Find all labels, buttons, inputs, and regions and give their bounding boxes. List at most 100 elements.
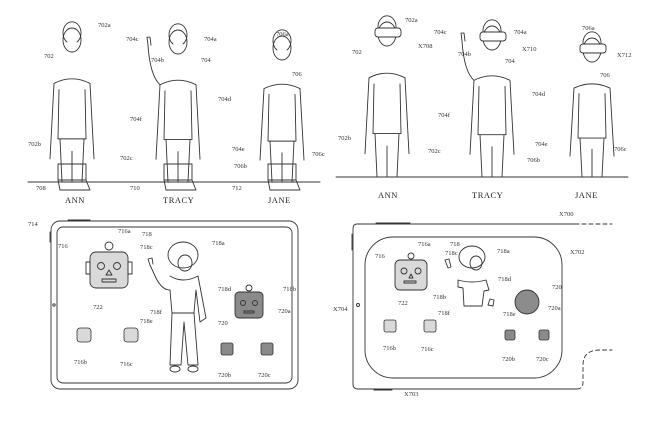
- robot-avatar-716a: [85, 241, 133, 289]
- reference-numeral: 718b: [433, 294, 446, 301]
- reference-numeral: 706c: [614, 146, 627, 153]
- reference-numeral: 718: [450, 241, 460, 248]
- reference-numeral: 718d: [218, 286, 232, 293]
- person-ann-hmd: [364, 15, 410, 178]
- headset-icon: [374, 27, 402, 38]
- tablet-device: [49, 219, 299, 390]
- reference-numeral: 722: [398, 300, 408, 307]
- reference-numeral: X708: [418, 43, 432, 50]
- reference-numeral: 716b: [383, 345, 396, 352]
- reference-numeral: 704a: [204, 36, 217, 43]
- reference-numeral: 716: [375, 253, 386, 260]
- laptop-device: [57, 163, 91, 191]
- reference-numeral: X700: [559, 211, 573, 218]
- reference-numeral: 704c: [126, 36, 139, 43]
- robot-avatar-720a: [234, 284, 264, 319]
- robot-avatar-716a-hmd: [394, 252, 428, 291]
- reference-numeral: 718: [142, 231, 152, 238]
- reference-numeral: 702: [44, 53, 54, 60]
- reference-numeral: 706: [292, 71, 303, 78]
- sphere-avatar-720a: [514, 289, 540, 315]
- person-avatar-718: [147, 241, 207, 373]
- person-tracy-hmd: [460, 19, 515, 178]
- reference-numeral: 704d: [532, 91, 546, 98]
- reference-numeral: 718b: [283, 286, 296, 293]
- name-jane-hmd: JANE: [575, 190, 598, 200]
- reference-numeral: 718c: [140, 244, 153, 251]
- reference-numeral: 718f: [150, 309, 163, 316]
- reference-numeral: 702b: [338, 135, 351, 142]
- laptop-device: [267, 163, 301, 191]
- reference-numeral: 720a: [278, 308, 291, 315]
- reference-numeral: 720: [218, 320, 228, 327]
- name-ann: ANN: [65, 195, 85, 205]
- reference-numeral: 718a: [212, 240, 225, 247]
- avatar-square-buttons-right: [383, 319, 550, 341]
- name-tracy: TRACY: [163, 195, 194, 205]
- reference-numeral: 716: [58, 243, 69, 250]
- reference-numeral: X702: [570, 249, 584, 256]
- reference-numeral: 704c: [434, 29, 447, 36]
- laptop-device: [163, 163, 197, 191]
- reference-numeral: 704b: [151, 57, 164, 64]
- reference-numeral: 704: [201, 57, 212, 64]
- reference-numeral: 716a: [118, 228, 131, 235]
- reference-numeral: 722: [93, 304, 103, 311]
- reference-numeral: 706c: [312, 151, 325, 158]
- name-jane: JANE: [268, 195, 291, 205]
- reference-numeral: 704a: [514, 29, 527, 36]
- hmd-device: [351, 222, 613, 391]
- reference-numeral: 706b: [527, 157, 540, 164]
- reference-numeral: 704f: [438, 112, 451, 119]
- reference-numeral: 720: [552, 284, 562, 291]
- reference-numeral: 704b: [458, 51, 471, 58]
- person-tracy: [146, 23, 201, 191]
- person-jane-hmd: [569, 31, 615, 178]
- reference-numeral: 706a: [582, 25, 595, 32]
- reference-numeral: 718c: [445, 250, 458, 257]
- reference-numeral: 702a: [405, 17, 418, 24]
- reference-numeral: 706a: [276, 31, 289, 38]
- reference-numeral: X712: [617, 52, 631, 59]
- reference-numeral: 704f: [130, 116, 143, 123]
- reference-numeral: 702: [352, 49, 362, 56]
- reference-numeral: X710: [522, 46, 536, 53]
- reference-numeral: 716c: [421, 346, 434, 353]
- people-group: [49, 15, 615, 191]
- person-avatar-718-hmd: [444, 245, 495, 307]
- reference-numeral: 704d: [218, 96, 232, 103]
- reference-numeral: 716c: [120, 361, 133, 368]
- reference-numeral: 720b: [218, 372, 231, 379]
- reference-numeral: 718f: [438, 310, 451, 317]
- reference-numeral: 718e: [503, 311, 516, 318]
- avatar-square-buttons-left: [76, 327, 274, 356]
- person-ann: [49, 21, 95, 191]
- reference-numeral: 718d: [498, 276, 512, 283]
- reference-numeral: 720b: [502, 356, 515, 363]
- reference-numeral: 712: [232, 185, 242, 192]
- reference-numeral: 704: [505, 58, 516, 65]
- reference-numeral: X703: [404, 391, 418, 398]
- reference-numeral: 716b: [74, 359, 87, 366]
- reference-numeral: 702a: [98, 22, 111, 29]
- headset-icon: [579, 43, 607, 54]
- reference-numeral: 704e: [232, 146, 245, 153]
- reference-numeral: 718e: [140, 318, 153, 325]
- reference-numeral: 714: [28, 221, 39, 228]
- reference-numeral: 706: [600, 72, 611, 79]
- reference-labels: 702a 702 702b 702c 704c 704a 704b 704 704d 704f 70…: [28, 17, 631, 398]
- name-tracy-hmd: TRACY: [472, 190, 503, 200]
- reference-numeral: 706b: [234, 163, 247, 170]
- reference-numeral: 702b: [28, 141, 41, 148]
- reference-numeral: 708: [36, 185, 46, 192]
- reference-numeral: 720c: [258, 372, 271, 379]
- name-ann-hmd: ANN: [378, 190, 398, 200]
- reference-numeral: 710: [130, 185, 140, 192]
- reference-numeral: 702c: [428, 148, 441, 155]
- headset-icon: [479, 31, 507, 42]
- reference-numeral: 716a: [418, 241, 431, 248]
- reference-numeral: X704: [333, 306, 348, 313]
- reference-numeral: 720c: [536, 356, 549, 363]
